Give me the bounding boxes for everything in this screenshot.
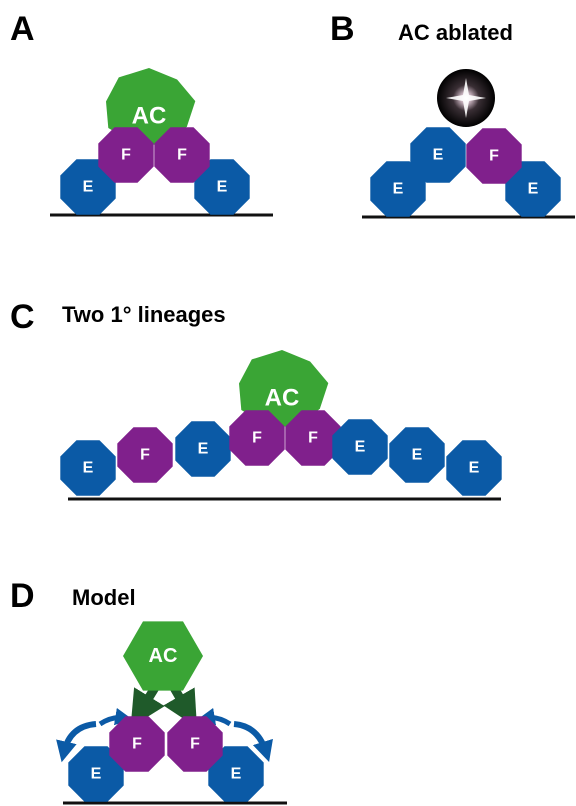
panel-a-ac-cell: AC — [106, 68, 196, 146]
panel-b-e-cell-left: E — [370, 161, 426, 217]
panel-b-letter: B — [330, 10, 355, 48]
panel-d-f-cell-left-label: F — [132, 736, 142, 753]
panel-a-f-cell-right-label: F — [177, 147, 187, 164]
panel-d-e-cell-right-body — [208, 746, 264, 802]
panel-b-e-cell-middle: E — [410, 127, 466, 183]
panel-d-title: Model — [72, 585, 136, 610]
panel-c-e-cell-2-body — [175, 421, 231, 477]
curved-arrows — [56, 707, 273, 763]
panel-c-f-cell-2-label: F — [252, 430, 262, 447]
panel-b-f-cell-label: F — [489, 148, 499, 165]
panel-c-f-cell-1-label: F — [140, 447, 150, 464]
panel-a-e-cell-left-label: E — [83, 179, 94, 196]
panel-c-ac-cell: AC — [239, 350, 329, 428]
panel-c-title: Two 1° lineages — [62, 302, 226, 327]
panel-c-e-cell-4: E — [389, 427, 445, 483]
ablation-flash-icon — [437, 69, 495, 127]
panel-a-f-cell-left: F — [98, 127, 154, 183]
panel-d-ac-cell-body — [123, 621, 203, 691]
panel-a-f-cell-left-body — [98, 127, 154, 183]
panel-c-e-cell-3: E — [332, 419, 388, 475]
panel-d-letter: D — [10, 577, 35, 615]
curved-arrow-icon — [98, 707, 133, 727]
panel-c-e-cell-1: E — [60, 440, 116, 496]
panel-c-e-cell-4-label: E — [412, 447, 423, 464]
panel-c-ac-cell-label: AC — [265, 385, 300, 412]
panel-d-ac-cell: AC — [123, 621, 203, 691]
panel-d-ac-cell-label: AC — [149, 645, 178, 667]
panel-d-f-cell-right-label: F — [190, 736, 200, 753]
panel-b-f-cell: F — [466, 128, 522, 184]
panel-c-e-cell-1-label: E — [83, 460, 94, 477]
panel-c-f-cell-2-body — [229, 410, 285, 466]
panel-a-ac-cell-label: AC — [132, 103, 167, 130]
panel-c-e-cell-3-label: E — [355, 439, 366, 456]
panel-d-f-cell-right: F — [167, 716, 223, 772]
panel-a-f-cell-right: F — [154, 127, 210, 183]
curved-arrow-icon — [56, 721, 97, 763]
panel-b-e-cell-middle-label: E — [433, 147, 444, 164]
panel-c-ac-cell-body — [239, 350, 329, 428]
panel-a-e-cell-right-label: E — [217, 179, 228, 196]
curved-arrow-icon — [233, 721, 273, 763]
panel-a-ac-cell-body — [106, 68, 196, 146]
panel-d-f-cell-left: F — [109, 716, 165, 772]
panel-b-e-cell-right: E — [505, 161, 561, 217]
panel-b-e-cell-right-body — [505, 161, 561, 217]
panel-c-f-cell-1: F — [117, 427, 173, 483]
panel-a-e-cell-left: E — [60, 159, 116, 215]
panel-c-e-cell-3-body — [332, 419, 388, 475]
panel-a-letter: A — [10, 10, 35, 48]
panel-c-e-cell-5-body — [446, 440, 502, 496]
panel-c-e-cell-2: E — [175, 421, 231, 477]
panel-b-title: AC ablated — [398, 20, 513, 45]
panel-d-f-cell-right-body — [167, 716, 223, 772]
panel-c-e-cell-1-body — [60, 440, 116, 496]
curved-arrow-icon — [197, 707, 232, 727]
panel-d-e-cell-left: E — [68, 746, 124, 802]
panel-c-f-cell-3-body — [285, 410, 341, 466]
panel-d-f-cell-left-body — [109, 716, 165, 772]
panel-b-e-cell-right-label: E — [528, 181, 539, 198]
panel-c-letter: C — [10, 298, 35, 336]
panel-b-e-cell-left-body — [370, 161, 426, 217]
panel-d-e-cell-left-body — [68, 746, 124, 802]
panel-c-e-cell-5: E — [446, 440, 502, 496]
panel-c-e-cell-4-body — [389, 427, 445, 483]
panel-a-e-cell-right: E — [194, 159, 250, 215]
panel-a-f-cell-left-label: F — [121, 147, 131, 164]
panel-b-e-cell-middle-body — [410, 127, 466, 183]
panel-c-f-cell-3: F — [285, 410, 341, 466]
panel-c-e-cell-5-label: E — [469, 460, 480, 477]
panel-a-e-cell-right-body — [194, 159, 250, 215]
panel-c-f-cell-1-body — [117, 427, 173, 483]
panel-a-f-cell-right-body — [154, 127, 210, 183]
panel-d-e-cell-right: E — [208, 746, 264, 802]
panel-d-e-cell-left-label: E — [91, 766, 102, 783]
panel-c-e-cell-2-label: E — [198, 441, 209, 458]
panel-c-f-cell-3-label: F — [308, 430, 318, 447]
panel-b-f-cell-body — [466, 128, 522, 184]
panel-b-e-cell-left-label: E — [393, 181, 404, 198]
panel-c-f-cell-2: F — [229, 410, 285, 466]
panel-a-e-cell-left-body — [60, 159, 116, 215]
panel-d-e-cell-right-label: E — [231, 766, 242, 783]
